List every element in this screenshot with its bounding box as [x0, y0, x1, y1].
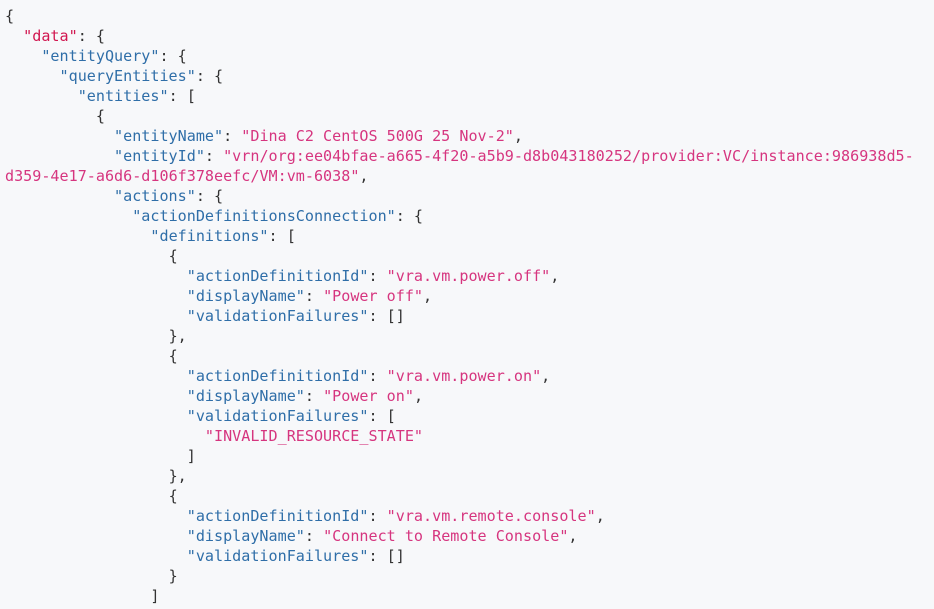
json-key: "actionDefinitionId" — [186, 507, 369, 525]
json-key: "definitions" — [150, 227, 269, 245]
code-line: "validationFailures": [] — [5, 306, 914, 326]
code-line: "displayName": "Power on", — [5, 386, 914, 406]
json-punctuation: , — [595, 507, 605, 525]
json-punctuation: : — [204, 147, 224, 165]
code-line: "queryEntities": { — [5, 66, 914, 86]
json-key: "validationFailures" — [186, 307, 369, 325]
json-punctuation: : — [368, 367, 387, 385]
json-punctuation: : { — [195, 187, 224, 205]
json-string-value: "vra.vm.power.off" — [386, 267, 551, 285]
code-line: "entityName": "Dina C2 CentOS 500G 25 No… — [5, 126, 914, 146]
json-punctuation: { — [5, 7, 15, 25]
json-punctuation: , — [550, 267, 560, 285]
code-line: } — [5, 566, 914, 586]
json-key: "queryEntities" — [59, 67, 196, 85]
json-key: "entityName" — [114, 127, 224, 145]
code-line: ] — [5, 446, 914, 466]
json-key: "actionDefinitionId" — [186, 367, 369, 385]
json-key: "validationFailures" — [186, 407, 369, 425]
code-line: "entityQuery": { — [5, 46, 914, 66]
json-punctuation: : [ — [368, 407, 396, 425]
json-punctuation: ] — [186, 447, 196, 465]
json-punctuation: : [ — [268, 227, 296, 245]
code-line: { — [5, 246, 914, 266]
code-line: "actionDefinitionId": "vra.vm.remote.con… — [5, 506, 914, 526]
code-line: "displayName": "Power off", — [5, 286, 914, 306]
code-line: { — [5, 486, 914, 506]
json-punctuation: }, — [168, 327, 187, 345]
code-line: "validationFailures": [ — [5, 406, 914, 426]
json-key: "actions" — [114, 187, 196, 205]
json-root-key: "data" — [23, 27, 78, 45]
json-punctuation: : { — [195, 67, 224, 85]
json-string-value: "vrn/org:ee04bfae-a665-4f20-a5b9-d8b0431… — [223, 147, 914, 165]
json-punctuation: { — [168, 347, 178, 365]
json-key: "displayName" — [186, 527, 305, 545]
json-punctuation: : [] — [368, 547, 405, 565]
json-key: "entities" — [77, 87, 169, 105]
code-line: "validationFailures": [] — [5, 546, 914, 566]
code-line: "displayName": "Connect to Remote Consol… — [5, 526, 914, 546]
json-key: "validationFailures" — [186, 547, 369, 565]
json-response-viewer: {"data": {"entityQuery": {"queryEntities… — [5, 6, 914, 606]
json-punctuation: , — [541, 367, 551, 385]
json-punctuation: : — [368, 507, 387, 525]
json-punctuation: , — [423, 287, 433, 305]
code-line: d359-4e17-a6d6-d106f378eefc/VM:vm-6038", — [5, 166, 914, 186]
json-key: "actionDefinitionsConnection" — [132, 207, 396, 225]
json-punctuation: : { — [395, 207, 424, 225]
json-punctuation: , — [513, 127, 523, 145]
json-punctuation: : — [304, 387, 324, 405]
code-line: "actions": { — [5, 186, 914, 206]
code-line: }, — [5, 466, 914, 486]
code-line: "definitions": [ — [5, 226, 914, 246]
json-string-value: "vra.vm.remote.console" — [386, 507, 596, 525]
json-key: "entityQuery" — [41, 47, 160, 65]
code-line: "entityId": "vrn/org:ee04bfae-a665-4f20-… — [5, 146, 914, 166]
json-punctuation: , — [413, 387, 424, 405]
json-punctuation: : [ — [168, 87, 196, 105]
json-punctuation: } — [168, 567, 178, 585]
json-punctuation: : { — [77, 27, 105, 45]
json-string-value: d359-4e17-a6d6-d106f378eefc/VM:vm-6038" — [5, 167, 360, 185]
json-punctuation: : — [223, 127, 242, 145]
code-line: ] — [5, 586, 914, 606]
code-line: "actionDefinitionId": "vra.vm.power.on", — [5, 366, 914, 386]
json-punctuation: : [] — [368, 307, 405, 325]
json-key: "entityId" — [114, 147, 205, 165]
json-key: "displayName" — [186, 387, 305, 405]
json-punctuation: ] — [150, 587, 160, 605]
code-line: "actionDefinitionsConnection": { — [5, 206, 914, 226]
code-line: "data": { — [5, 26, 914, 46]
json-punctuation: , — [359, 167, 369, 185]
code-line: }, — [5, 326, 914, 346]
json-key: "actionDefinitionId" — [186, 267, 369, 285]
json-string-value: "vra.vm.power.on" — [386, 367, 542, 385]
json-punctuation: { — [95, 107, 105, 125]
json-string-value: "Power off" — [323, 287, 424, 305]
code-line: { — [5, 346, 914, 366]
json-punctuation: { — [168, 487, 178, 505]
json-punctuation: : { — [159, 47, 187, 65]
code-line: { — [5, 6, 914, 26]
json-string-value: "Power on" — [323, 387, 414, 405]
code-line: { — [5, 106, 914, 126]
json-punctuation: }, — [168, 467, 187, 485]
json-punctuation: : — [368, 267, 387, 285]
json-punctuation: : — [304, 287, 324, 305]
json-punctuation: : — [304, 527, 324, 545]
json-string-value: "Dina C2 CentOS 500G 25 Nov-2" — [241, 127, 514, 145]
code-line: "actionDefinitionId": "vra.vm.power.off"… — [5, 266, 914, 286]
json-punctuation: , — [568, 527, 578, 545]
json-string-value: "INVALID_RESOURCE_STATE" — [204, 427, 423, 445]
json-string-value: "Connect to Remote Console" — [323, 527, 569, 545]
json-punctuation: { — [168, 247, 178, 265]
code-line: "entities": [ — [5, 86, 914, 106]
code-line: "INVALID_RESOURCE_STATE" — [5, 426, 914, 446]
json-key: "displayName" — [186, 287, 305, 305]
